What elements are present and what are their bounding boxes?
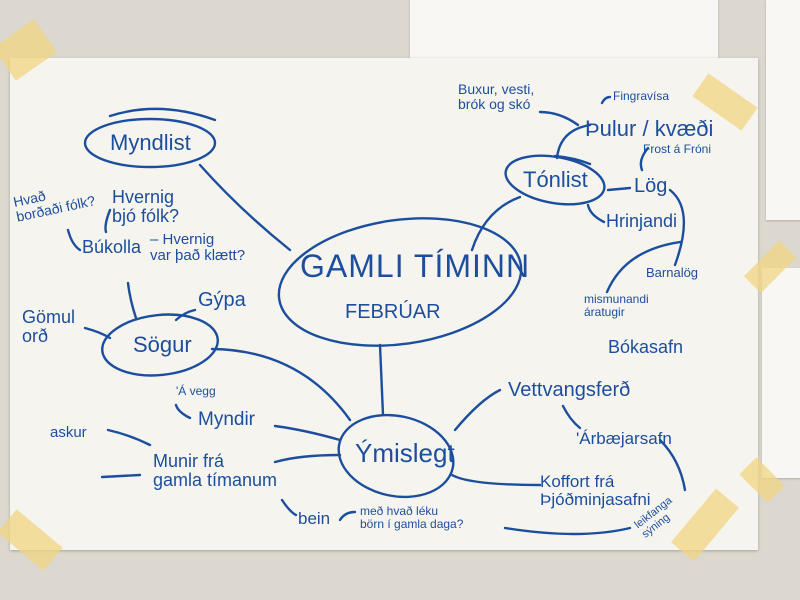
center-title: GAMLI TÍMINN — [300, 248, 531, 284]
text-hrinjandi: Hrinjandi — [606, 211, 678, 231]
text-gomul-ord: Gömul orð — [22, 307, 76, 346]
text-arbaejarsafn: 'Árbæjarsafn — [576, 429, 672, 448]
center-subtitle: FEBRÚAR — [345, 301, 441, 323]
node-sogur: Sögur — [133, 332, 192, 357]
center-ellipse — [277, 217, 523, 347]
text-koffort: Koffort frá Þjóðminjasafni — [540, 472, 651, 509]
node-tonlist: Tónlist — [523, 167, 588, 192]
background-sheet-right — [766, 0, 800, 220]
text-vettvangsferd: Vettvangsferð — [508, 379, 631, 401]
text-munir: Munir frá gamla tímanum — [153, 451, 278, 490]
text-gypa: Gýpa — [198, 289, 246, 311]
text-bein: bein — [298, 509, 331, 528]
text-a-vegg: 'Á vegg — [176, 384, 216, 398]
text-bokasafn: Bókasafn — [608, 337, 684, 357]
background-sheet-right-lower — [762, 268, 800, 478]
text-frost: Frost á Fróni — [643, 142, 712, 156]
ymislegt-ellipse — [337, 413, 455, 499]
text-aratugir: mismunandi áratugir — [584, 292, 649, 319]
text-barnalog: Barnalög — [646, 265, 699, 280]
myndlist-ellipse — [83, 117, 217, 169]
text-buxur: Buxur, vesti, brók og skó — [458, 81, 535, 112]
mind-map-poster — [10, 58, 758, 550]
text-hvernig-klaett: – Hvernig var það klætt? — [150, 231, 246, 264]
text-hvernig-bjo: Hvernig bjó fólk? — [112, 187, 180, 226]
text-askur: askur — [50, 424, 87, 441]
text-log: Lög — [634, 175, 668, 197]
node-myndlist: Myndlist — [110, 130, 191, 155]
text-myndir: Myndir — [198, 409, 256, 430]
text-bukolla: Búkolla — [82, 237, 142, 257]
sogur-ellipse — [101, 313, 219, 377]
text-thulur: Þulur / kvæði — [585, 116, 714, 141]
text-fingravisa: Fingravísa — [613, 89, 670, 103]
node-ymislegt: Ýmislegt — [355, 438, 455, 468]
text-med-hvad: með hvað léku börn í gamla daga? — [360, 504, 464, 531]
